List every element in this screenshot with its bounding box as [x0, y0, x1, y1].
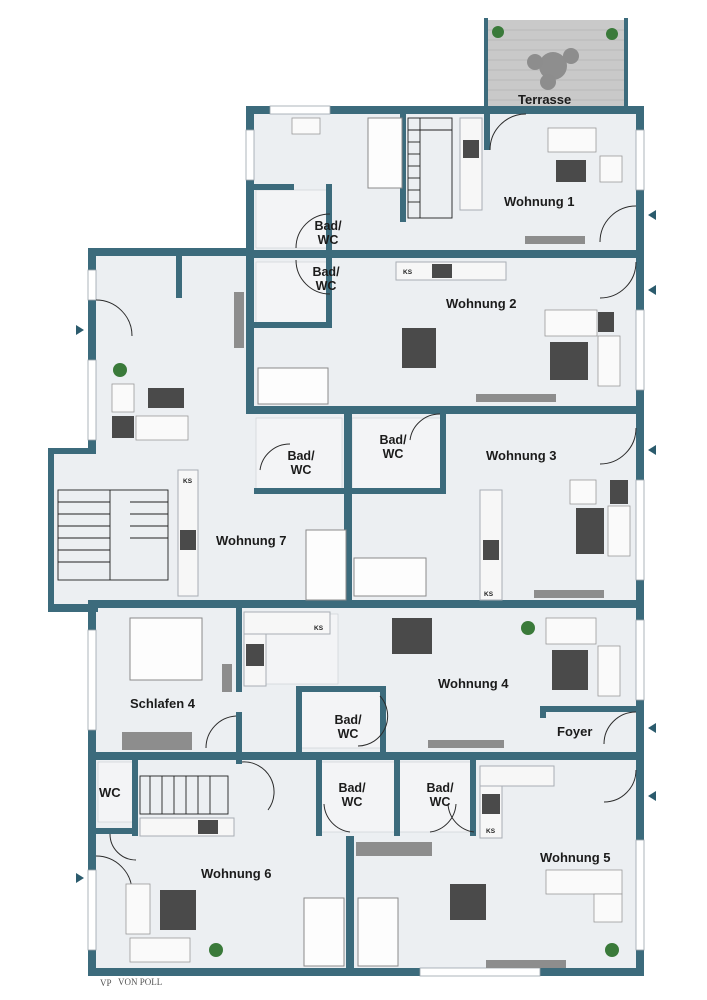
- label-bad-5a: Bad/WC: [338, 781, 366, 809]
- furniture: [111, 26, 631, 968]
- label-bad-3a: Bad/WC: [287, 449, 315, 477]
- label-bad-4: Bad/WC: [334, 713, 362, 741]
- label-bad-5b: Bad/WC: [426, 781, 454, 809]
- label-bad-2: Bad/WC: [312, 265, 340, 293]
- label-wohnung-3: Wohnung 3: [486, 448, 557, 463]
- ks-label-5: KS: [486, 828, 496, 835]
- ks-label-2: KS: [403, 269, 413, 276]
- doors: [76, 113, 656, 893]
- label-wohnung-1: Wohnung 1: [504, 194, 575, 209]
- label-wohnung-5: Wohnung 5: [540, 850, 611, 865]
- logo-name: VON POLL: [118, 977, 162, 987]
- label-wohnung-7: Wohnung 7: [216, 533, 287, 548]
- label-wohnung-4: Wohnung 4: [438, 676, 509, 691]
- label-bad-1: Bad/WC: [314, 219, 342, 247]
- label-terrasse: Terrasse: [518, 92, 571, 107]
- bath-tiles: [97, 189, 475, 833]
- label-wc: WC: [99, 785, 121, 800]
- label-bad-3b: Bad/WC: [379, 433, 407, 461]
- von-poll-logo: VP VON POLL: [100, 977, 162, 988]
- label-foyer: Foyer: [557, 724, 592, 739]
- kitchens: KS KS KS KS KS: [139, 117, 555, 839]
- windows: [87, 105, 645, 977]
- room-labels: Terrasse Wohnung 1 Wohnung 2 Wohnung 3 W…: [99, 92, 611, 881]
- ks-label-3: KS: [484, 591, 494, 598]
- stairs: [57, 117, 453, 815]
- ks-label-7: KS: [183, 478, 193, 485]
- ks-label-4: KS: [314, 625, 324, 632]
- label-wohnung-2: Wohnung 2: [446, 296, 517, 311]
- logo-mark: VP: [100, 978, 112, 988]
- label-schlafen-4: Schlafen 4: [130, 696, 196, 711]
- label-wohnung-6: Wohnung 6: [201, 866, 272, 881]
